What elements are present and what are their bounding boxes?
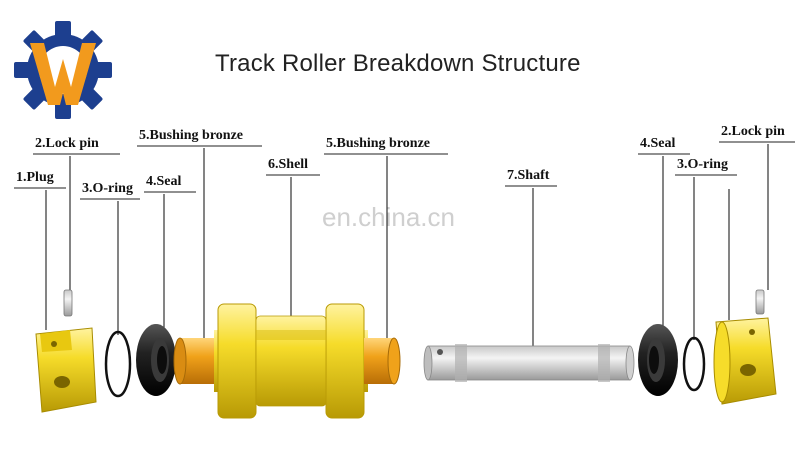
label-shaft: 7.Shaft [507, 168, 550, 183]
shell-part [214, 303, 368, 419]
label-oring-right: 3.O-ring [677, 157, 728, 172]
label-underlines [14, 141, 795, 200]
gear-w-logo-icon [14, 21, 112, 119]
plug-right-part [713, 317, 777, 405]
label-seal-left: 4.Seal [146, 174, 182, 189]
watermark-text: en.china.cn [322, 202, 455, 232]
oring-left-part [104, 330, 132, 398]
leader-lines [45, 144, 769, 348]
seal-left-part [136, 324, 176, 396]
plug-left-part [35, 327, 97, 413]
bushing-left-part [173, 337, 214, 385]
label-shell: 6.Shell [268, 157, 309, 172]
label-bushing-right: 5.Bushing bronze [326, 136, 430, 151]
label-oring-left: 3.O-ring [82, 181, 133, 196]
shaft-part [423, 344, 635, 382]
label-lock-pin-left: 2.Lock pin [35, 136, 99, 151]
page-title: Track Roller Breakdown Structure [215, 50, 581, 77]
bushing-right-part [364, 337, 401, 385]
label-plug: 1.Plug [16, 170, 54, 185]
seal-right-part [638, 324, 678, 396]
label-seal-right: 4.Seal [640, 136, 676, 151]
lock-pin-left-part [63, 289, 73, 317]
label-lock-pin-right: 2.Lock pin [721, 124, 785, 139]
lock-pin-right-part [755, 289, 765, 315]
oring-right-part [682, 336, 706, 392]
label-bushing-left: 5.Bushing bronze [139, 128, 243, 143]
